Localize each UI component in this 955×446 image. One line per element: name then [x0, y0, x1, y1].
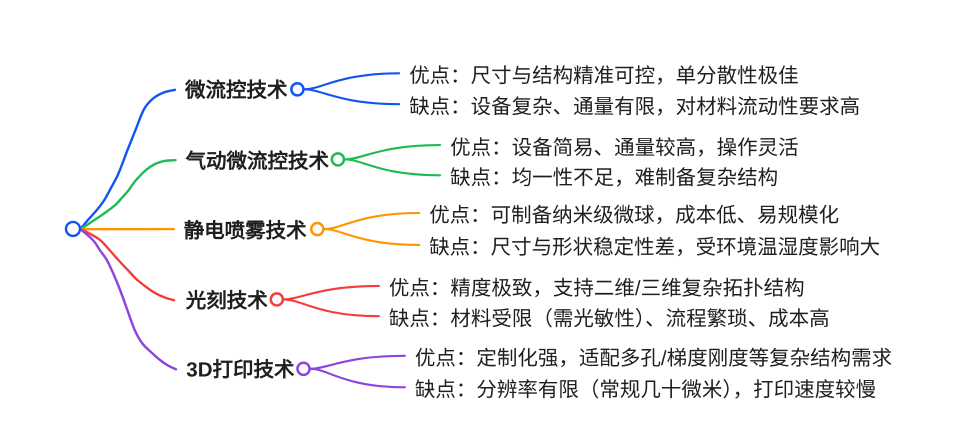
- svg-text:优点：设备简易、通量较高，操作灵活: 优点：设备简易、通量较高，操作灵活: [450, 136, 798, 159]
- svg-text:静电喷雾技术: 静电喷雾技术: [184, 219, 307, 242]
- svg-text:气动微流控技术: 气动微流控技术: [185, 150, 330, 173]
- svg-text:缺点：设备复杂、通量有限，对材料流动性要求高: 缺点：设备复杂、通量有限，对材料流动性要求高: [409, 95, 860, 118]
- svg-text:缺点：材料受限（需光敏性）、流程繁琐、成本高: 缺点：材料受限（需光敏性）、流程繁琐、成本高: [389, 307, 830, 330]
- svg-text:光刻技术: 光刻技术: [185, 289, 268, 312]
- svg-text:3D打印技术: 3D打印技术: [186, 359, 295, 382]
- svg-text:缺点：尺寸与形状稳定性差，受环境温湿度影响大: 缺点：尺寸与形状稳定性差，受环境温湿度影响大: [429, 236, 880, 259]
- svg-text:缺点：均一性不足，难制备复杂结构: 缺点：均一性不足，难制备复杂结构: [450, 167, 778, 190]
- svg-text:优点：尺寸与结构精准可控，单分散性极佳: 优点：尺寸与结构精准可控，单分散性极佳: [409, 65, 799, 88]
- svg-text:微流控技术: 微流控技术: [184, 79, 288, 102]
- svg-text:优点：定制化强，适配多孔/梯度刚度等复杂结构需求: 优点：定制化强，适配多孔/梯度刚度等复杂结构需求: [415, 347, 892, 370]
- svg-text:优点：精度极致，支持二维/三维复杂拓扑结构: 优点：精度极致，支持二维/三维复杂拓扑结构: [389, 277, 805, 300]
- svg-text:缺点：分辨率有限（常规几十微米），打印速度较慢: 缺点：分辨率有限（常规几十微米），打印速度较慢: [415, 379, 876, 402]
- svg-text:优点：可制备纳米级微球，成本低、易规模化: 优点：可制备纳米级微球，成本低、易规模化: [429, 204, 839, 227]
